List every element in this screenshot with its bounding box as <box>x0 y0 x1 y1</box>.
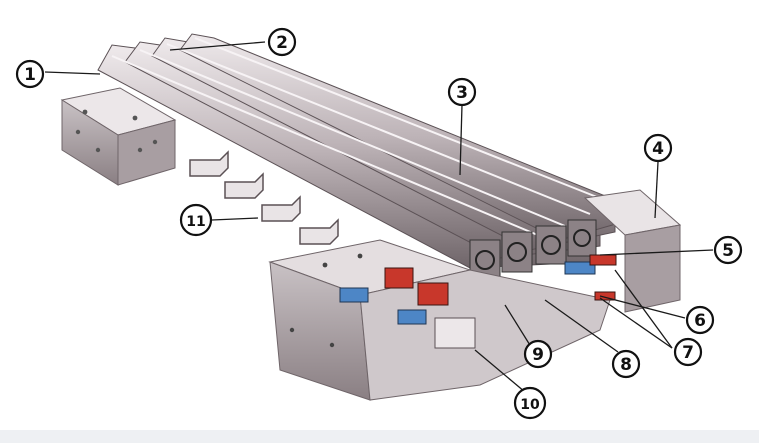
svg-text:1: 1 <box>24 65 36 85</box>
svg-text:7: 7 <box>682 343 694 363</box>
callout-4: 4 <box>643 133 673 163</box>
callout-2: 2 <box>267 27 297 57</box>
svg-text:3: 3 <box>456 83 468 103</box>
svg-text:5: 5 <box>722 241 734 261</box>
callout-6: 6 <box>685 305 715 335</box>
svg-text:9: 9 <box>532 345 544 365</box>
right-end-housing <box>583 189 682 313</box>
svg-text:4: 4 <box>652 139 664 159</box>
left-end-block <box>60 87 177 186</box>
callout-5: 5 <box>713 235 743 265</box>
callout-8: 8 <box>611 349 641 379</box>
svg-text:10: 10 <box>520 397 540 413</box>
svg-text:8: 8 <box>620 355 632 375</box>
svg-text:11: 11 <box>186 214 205 230</box>
svg-text:2: 2 <box>276 33 288 53</box>
busbar-collector-illustration: 1 2 3 4 5 6 7 8 9 10 11 <box>15 27 743 420</box>
busbar-rails <box>97 33 631 269</box>
svg-text:6: 6 <box>694 311 706 331</box>
callout-3: 3 <box>447 77 477 107</box>
collector-brushes <box>339 254 617 349</box>
mounting-clips <box>189 150 339 245</box>
callout-9: 9 <box>523 339 553 369</box>
callout-10: 10 <box>513 386 547 420</box>
callout-1: 1 <box>15 59 45 89</box>
callout-7: 7 <box>673 337 703 367</box>
bottom-band <box>0 430 759 443</box>
leader-lines <box>44 41 714 393</box>
callout-11: 11 <box>179 203 213 237</box>
